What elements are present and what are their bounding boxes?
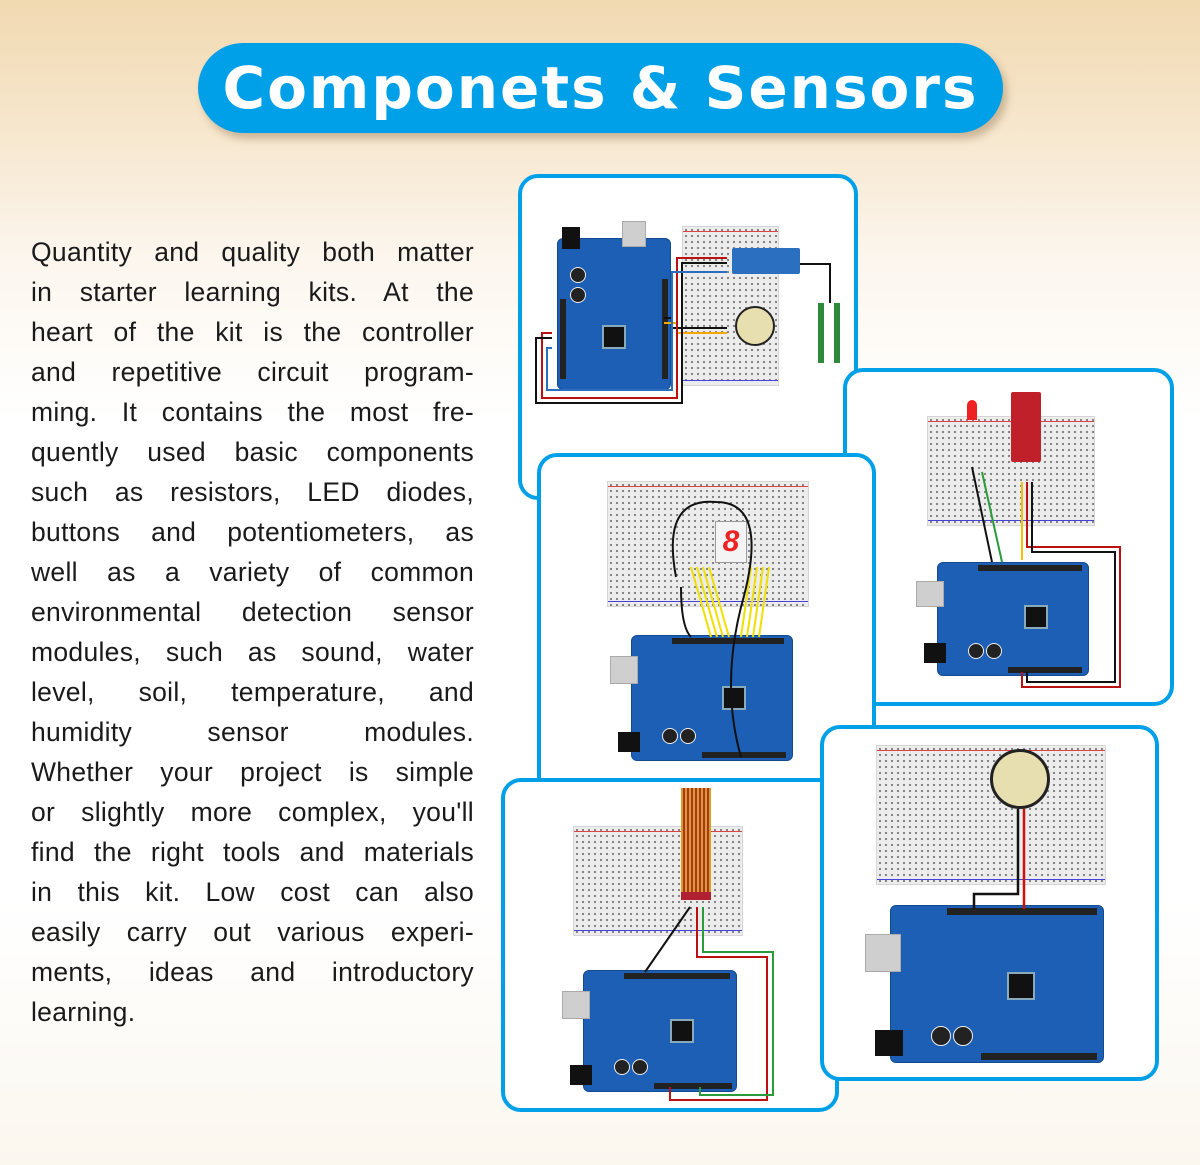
title-banner: Componets & Sensors xyxy=(198,43,1003,133)
buzzer-icon xyxy=(990,749,1050,809)
seven-segment-display-icon: 8 xyxy=(715,521,747,563)
circuit-panel-water-level xyxy=(501,778,839,1112)
circuit-panel-seven-segment: 8 xyxy=(537,453,876,801)
description-line: well as a variety of common xyxy=(31,557,474,587)
arduino-board-icon xyxy=(865,905,1104,1063)
buzzer-icon xyxy=(735,306,775,346)
description-line: ments, ideas and introductory xyxy=(31,957,474,987)
arduino-board-icon xyxy=(916,562,1089,676)
description-line: learning. xyxy=(31,997,136,1027)
circuit-panel-soil-buzzer xyxy=(518,174,858,500)
sensor-module-icon xyxy=(732,248,800,274)
description-line: level, soil, temperature, and xyxy=(31,677,474,707)
description-line: humidity sensor modules. xyxy=(31,717,474,747)
description-line: in this kit. Low cost can also xyxy=(31,877,474,907)
arduino-board-icon xyxy=(557,221,671,390)
description-line: easily carry out various experi- xyxy=(31,917,474,947)
description-line: or slightly more complex, you'll xyxy=(31,797,474,827)
description-line: Whether your project is simple xyxy=(31,757,474,787)
description-line: modules, such as sound, water xyxy=(31,637,474,667)
water-level-sensor-icon xyxy=(681,788,711,900)
description-line: ming. It contains the most fre- xyxy=(31,397,474,427)
circuit-panel-buzzer xyxy=(820,725,1159,1081)
description-line: environmental detection sensor xyxy=(31,597,474,627)
description-text: Quantity and quality both matter in start… xyxy=(31,232,474,1032)
description-line: quently used basic components xyxy=(31,437,474,467)
description-line: heart of the kit is the controller xyxy=(31,317,474,347)
breadboard-icon xyxy=(573,826,743,936)
led-icon xyxy=(967,400,977,420)
page-title: Componets & Sensors xyxy=(222,54,979,122)
sound-sensor-module-icon xyxy=(1011,392,1041,462)
soil-probe-icon xyxy=(818,303,840,363)
description-line: and repetitive circuit program- xyxy=(31,357,474,387)
description-line: find the right tools and materials xyxy=(31,837,474,867)
description-line: in starter learning kits. At the xyxy=(31,277,474,307)
description-line: Quantity and quality both matter xyxy=(31,237,474,267)
breadboard-icon xyxy=(607,481,809,607)
arduino-board-icon xyxy=(610,635,793,761)
description-line: such as resistors, LED diodes, xyxy=(31,477,474,507)
breadboard-icon xyxy=(876,745,1106,885)
circuit-panel-sound-led xyxy=(843,368,1174,706)
arduino-board-icon xyxy=(562,970,737,1092)
description-line: buttons and potentiometers, as xyxy=(31,517,474,547)
